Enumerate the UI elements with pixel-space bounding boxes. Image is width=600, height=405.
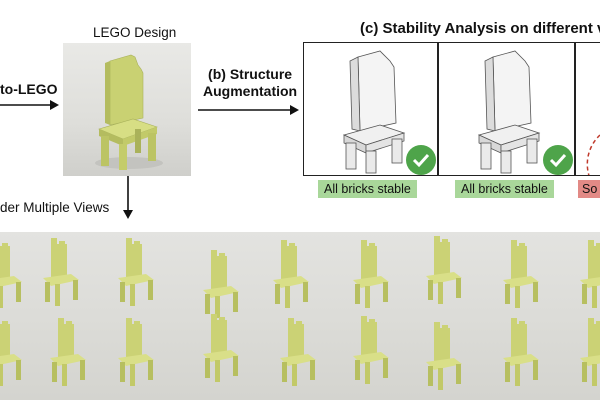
stability-status-badge: So	[578, 180, 600, 198]
brick-chair-wireframe	[477, 50, 541, 174]
stability-analysis-title: (c) Stability Analysis on different va	[360, 20, 600, 37]
structure-augmentation-label: (b) Structure Augmentation	[203, 66, 297, 100]
brick-chair-wireframe	[342, 50, 406, 174]
stability-panel-3	[575, 42, 600, 176]
unstable-highlight-circle	[586, 134, 600, 175]
check-icon	[543, 145, 573, 175]
multiview-render-strip	[0, 232, 600, 400]
arrow-down-icon	[123, 176, 133, 219]
structure-aug-line2: Augmentation	[203, 83, 298, 99]
arrow-right-icon	[198, 105, 299, 115]
structure-aug-line1: (b) Structure	[208, 66, 293, 82]
lego-design-image	[63, 43, 191, 176]
stability-status-badge: All bricks stable	[318, 180, 417, 198]
lego-design-title: LEGO Design	[93, 25, 177, 40]
stability-panel-1	[303, 42, 438, 176]
rendered-views	[0, 236, 600, 390]
check-icon	[406, 145, 436, 175]
stability-panel-2	[438, 42, 575, 176]
stability-status-badge: All bricks stable	[455, 180, 554, 198]
arrow-right-icon	[0, 100, 59, 110]
text-to-lego-label: to-LEGO	[0, 81, 58, 97]
lego-chair-render	[95, 54, 163, 170]
render-views-label: der Multiple Views	[0, 200, 110, 215]
